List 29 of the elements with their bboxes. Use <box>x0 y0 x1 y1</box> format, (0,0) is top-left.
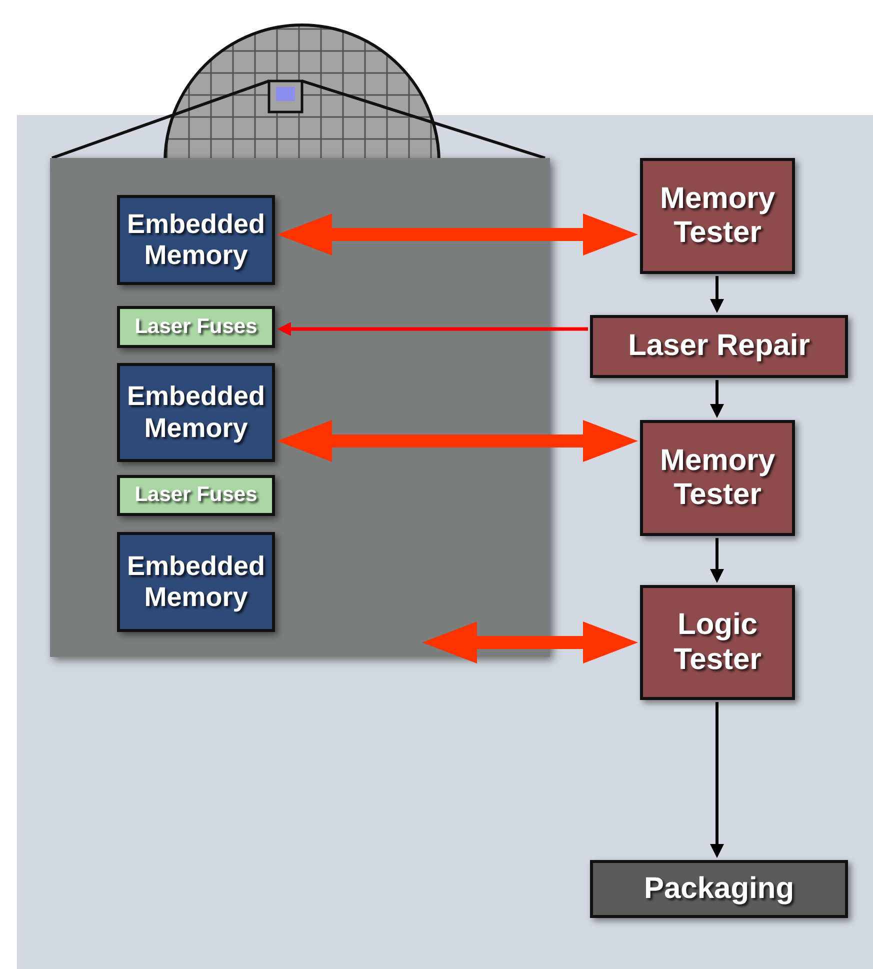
node-label: Memory Tester <box>658 444 776 512</box>
node-label: Embedded Memory <box>126 381 266 444</box>
node-label: Packaging <box>644 872 794 906</box>
fuse-block <box>117 306 275 348</box>
process-box <box>590 315 848 378</box>
node-label: Memory Tester <box>658 182 776 250</box>
node-label: Laser Repair <box>628 329 810 364</box>
process-box <box>640 158 795 274</box>
node-label: Embedded Memory <box>126 208 266 272</box>
process-box <box>590 860 848 918</box>
arrow <box>710 380 724 418</box>
memory-block <box>117 532 275 632</box>
node-label: Logic Tester <box>672 608 762 677</box>
arrow <box>422 622 638 664</box>
process-box <box>640 420 795 536</box>
memory-block <box>117 363 275 462</box>
node-label: Laser Fuses <box>134 483 258 508</box>
arrow <box>710 276 724 313</box>
node-label: Laser Fuses <box>134 314 258 340</box>
memory-block <box>117 195 275 285</box>
arrow <box>710 538 724 583</box>
node-label: Embedded Memory <box>126 550 266 614</box>
arrow <box>277 214 638 256</box>
chip-die <box>50 158 550 657</box>
arrow <box>710 702 724 858</box>
fuse-block <box>117 475 275 516</box>
arrow <box>277 420 638 462</box>
process-box <box>640 585 795 700</box>
arrow <box>277 322 588 336</box>
